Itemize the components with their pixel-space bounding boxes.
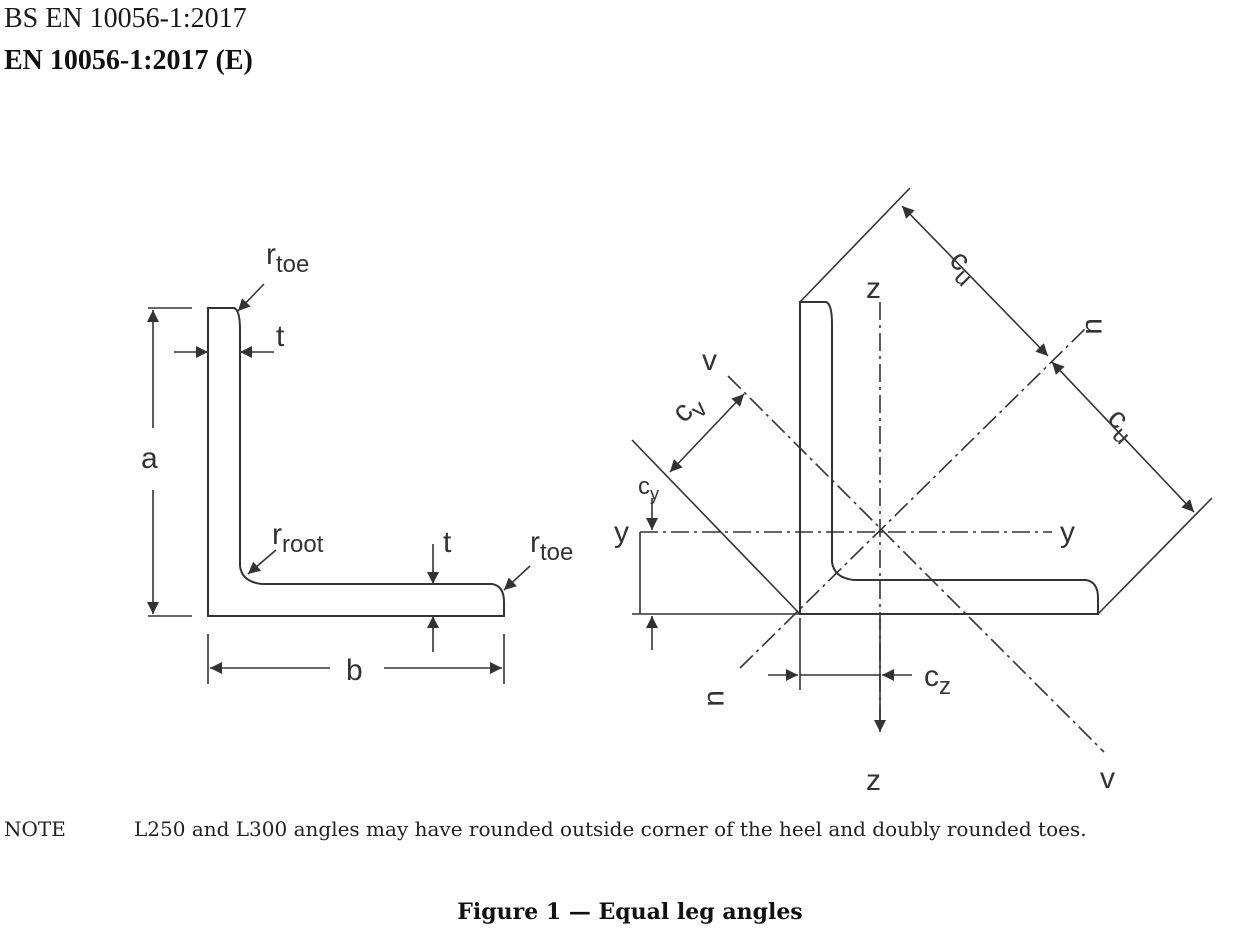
left-section-drawing bbox=[207, 307, 505, 617]
label-cv: cv bbox=[666, 387, 713, 434]
label-u-bottom: u bbox=[701, 690, 734, 707]
left-dimensions bbox=[147, 283, 531, 684]
label-cu-lower: cu bbox=[1096, 402, 1144, 450]
equal-leg-angle-figure: rtoe t a rroot t rtoe b bbox=[141, 187, 1213, 797]
angle-profile-right bbox=[799, 301, 1099, 615]
angle-profile-left bbox=[207, 307, 505, 617]
right-dimensions bbox=[639, 205, 1195, 732]
dim-cu-lower bbox=[1051, 361, 1195, 513]
label-cy: cy bbox=[638, 473, 659, 504]
left-labels: rtoe t a rroot t rtoe b bbox=[141, 238, 573, 687]
figure-caption: Figure 1 — Equal leg angles bbox=[457, 899, 803, 925]
note-text: L250 and L300 angles may have rounded ou… bbox=[134, 817, 1087, 841]
label-z-bottom: z bbox=[866, 764, 881, 797]
label-a: a bbox=[141, 442, 158, 475]
label-b: b bbox=[346, 654, 363, 687]
label-v-top: v bbox=[702, 344, 717, 377]
standard-edition: EN 10056-1:2017 (E) bbox=[4, 45, 253, 76]
label-u-top: u bbox=[1079, 318, 1112, 335]
right-outline-lines bbox=[631, 187, 1213, 615]
axis-u bbox=[739, 325, 1089, 669]
dim-cv bbox=[669, 393, 745, 473]
right-section-drawing bbox=[799, 301, 1099, 615]
label-cz: cz bbox=[924, 660, 951, 700]
right-labels: z z y y v v u u cu cu cv cy cz bbox=[614, 244, 1144, 797]
label-r-toe-right: rtoe bbox=[530, 526, 573, 566]
label-z-top: z bbox=[866, 272, 881, 305]
label-r-toe-top: rtoe bbox=[266, 238, 309, 278]
label-r-root: rroot bbox=[272, 518, 324, 558]
label-y-left: y bbox=[614, 516, 629, 549]
standard-id: BS EN 10056-1:2017 bbox=[4, 3, 247, 34]
label-t-vertical: t bbox=[276, 320, 285, 353]
note-label: NOTE bbox=[4, 817, 66, 841]
label-y-right: y bbox=[1060, 516, 1075, 549]
label-t-horizontal: t bbox=[443, 526, 452, 559]
dim-cu-upper bbox=[901, 205, 1049, 357]
label-v-bottom: v bbox=[1100, 762, 1115, 795]
axis-v bbox=[727, 375, 1105, 753]
